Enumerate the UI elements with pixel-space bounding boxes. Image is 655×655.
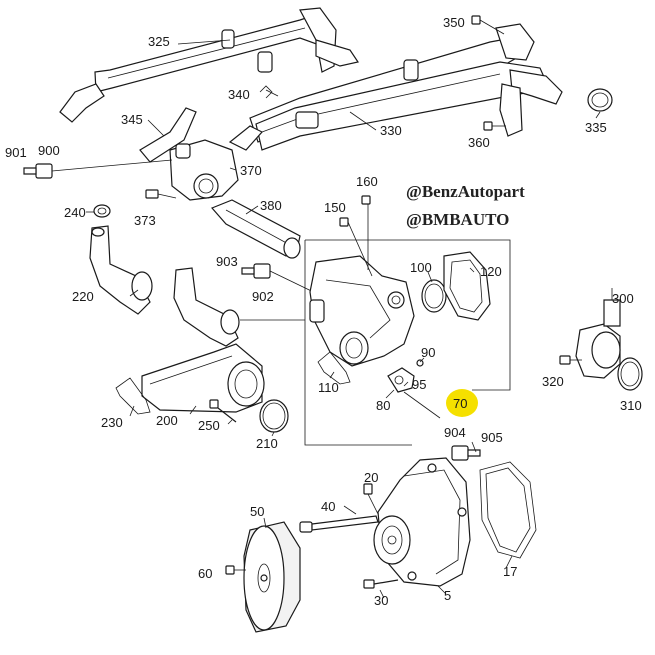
label-310: 310: [620, 398, 642, 413]
label-250: 250: [198, 418, 220, 433]
label-904: 904: [444, 425, 466, 440]
gasket-17: [479, 461, 537, 559]
sensor-80: [387, 359, 441, 419]
label-80: 80: [376, 398, 390, 413]
watermark-bmbauto: @BMBAUTO: [406, 210, 509, 229]
label-210: 210: [256, 436, 278, 451]
label-345: 345: [121, 112, 143, 127]
label-90: 90: [421, 345, 435, 360]
bolt-373: [145, 189, 177, 199]
label-20: 20: [364, 470, 378, 485]
label-60: 60: [198, 566, 212, 581]
o-ring-335: [587, 88, 613, 112]
assembly-frame: [240, 239, 511, 446]
label-373: 373: [134, 213, 156, 228]
coolant-pipe-325: [59, 7, 359, 123]
label-370: 370: [240, 163, 262, 178]
label-230: 230: [101, 415, 123, 430]
bolt-40: [299, 515, 379, 533]
bolt-360: [483, 121, 506, 131]
label-110: 110: [318, 380, 339, 395]
watermark-benzautopart: @BenzAutopart: [406, 182, 525, 201]
label-40: 40: [321, 499, 335, 514]
label-900: 900: [38, 143, 60, 158]
bolt-250: [209, 399, 237, 423]
label-150: 150: [324, 200, 346, 215]
label-17: 17: [503, 564, 517, 579]
thermostat-housing-370: [169, 139, 239, 201]
bolt-160: [361, 195, 371, 270]
water-pump-5: [373, 457, 471, 587]
label-100: 100: [410, 260, 432, 275]
clamp-240: [93, 204, 111, 218]
label-120: 120: [480, 264, 502, 279]
label-901: 901: [5, 145, 27, 160]
pump-housing: [309, 255, 415, 367]
coolant-pipe-330: [249, 23, 563, 151]
label-220: 220: [72, 289, 94, 304]
label-70: 70: [453, 396, 467, 411]
part-labels: 325 350 340 345 330 335 360 901 900 370 …: [5, 15, 642, 608]
watermarks: @BenzAutopart @BMBAUTO: [406, 182, 525, 229]
label-320: 320: [542, 374, 564, 389]
pulley-50: [225, 521, 301, 633]
gasket-110: [317, 351, 351, 385]
label-325: 325: [148, 34, 170, 49]
highlight-marker: [446, 389, 478, 417]
label-240: 240: [64, 205, 86, 220]
label-902: 902: [252, 289, 274, 304]
bolt-350: [471, 15, 505, 35]
hose-380: [210, 199, 301, 259]
bolt-30: [363, 579, 399, 589]
hose-220: [89, 225, 153, 315]
label-340: 340: [228, 87, 250, 102]
thermostat-300: [559, 288, 643, 391]
label-905: 905: [481, 430, 503, 445]
clip-340: [259, 85, 273, 99]
label-335: 335: [585, 120, 607, 135]
label-300: 300: [612, 291, 634, 306]
label-95: 95: [412, 377, 426, 392]
label-350: 350: [443, 15, 465, 30]
label-leaders: [86, 39, 601, 599]
label-380: 380: [260, 198, 282, 213]
sensor-900: [23, 159, 173, 179]
sensor-904: [451, 445, 481, 461]
seal-230: [115, 377, 151, 415]
o-ring-210: [259, 399, 289, 433]
label-330: 330: [380, 123, 402, 138]
gasket-120: [443, 251, 491, 321]
label-50: 50: [250, 504, 264, 519]
label-30: 30: [374, 593, 388, 608]
label-360: 360: [468, 135, 490, 150]
label-5: 5: [444, 588, 451, 603]
o-ring-100: [421, 279, 447, 313]
label-903: 903: [216, 254, 238, 269]
label-200: 200: [156, 413, 178, 428]
label-160: 160: [356, 174, 378, 189]
hose-200: [141, 267, 265, 413]
stud-20: [363, 483, 379, 515]
